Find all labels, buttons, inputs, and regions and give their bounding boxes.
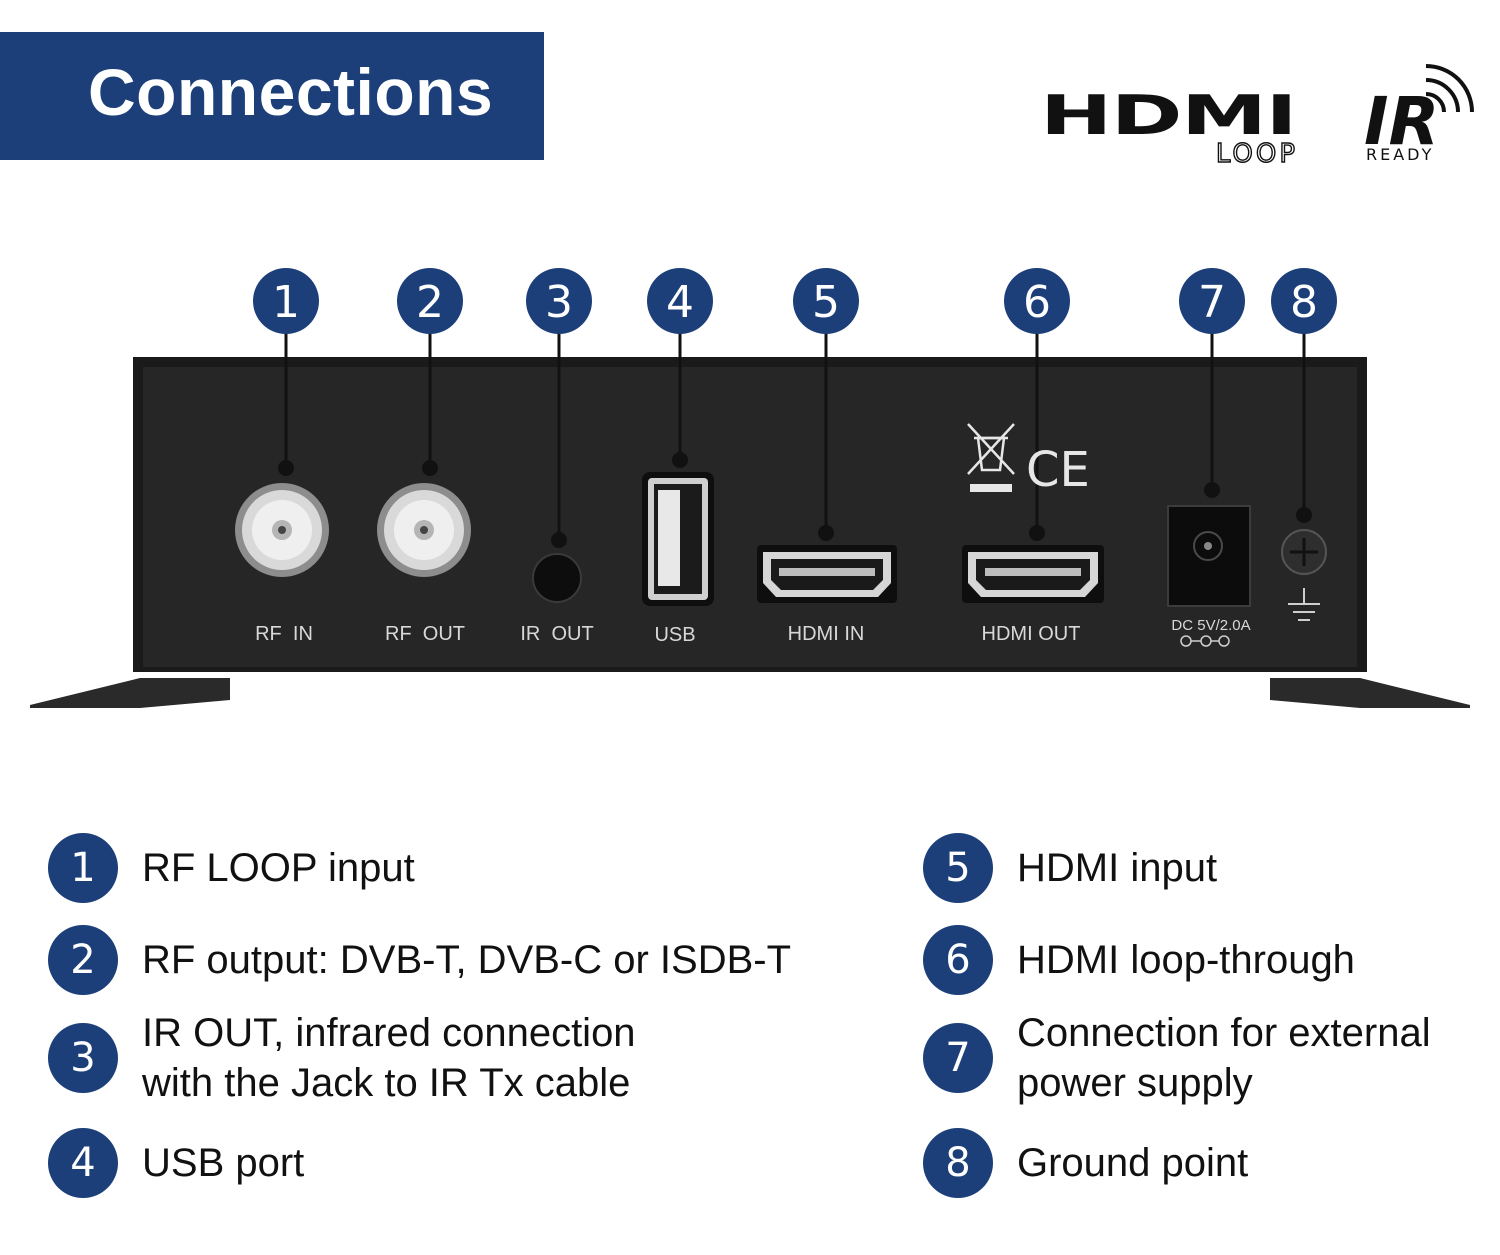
svg-text:2: 2	[416, 277, 444, 328]
svg-text:7: 7	[1198, 277, 1226, 328]
svg-text:4: 4	[666, 277, 694, 328]
port-label-dc: DC 5V/2.0A	[1171, 617, 1250, 634]
legend-badge: 2	[48, 925, 118, 995]
legend-badge: 6	[923, 925, 993, 995]
rf-out-connector	[377, 483, 471, 577]
rf-in-connector	[235, 483, 329, 577]
legend-badge: 1	[48, 833, 118, 903]
hdmi-out-port	[962, 545, 1104, 603]
legend-text: RF output: DVB-T, DVB-C or ISDB-T	[142, 938, 792, 982]
ground-symbol-icon	[1288, 588, 1320, 621]
rear-panel	[143, 367, 1357, 667]
hdmi-loop-logo: HDMI LOOP	[1040, 90, 1298, 170]
ir-out-jack	[532, 553, 582, 603]
callout-badge-5: 5	[793, 268, 859, 334]
port-label-hdmi-in: HDMI IN	[788, 623, 865, 645]
callout-badge-2: 2	[397, 268, 463, 334]
svg-text:6: 6	[1023, 277, 1051, 328]
left-mounting-foot	[30, 678, 230, 708]
port-label-usb: USB	[654, 624, 695, 646]
page-title: Connections	[88, 55, 494, 129]
svg-text:3: 3	[545, 277, 573, 328]
legend-text: Ground point	[1017, 1141, 1249, 1185]
legend-badge: 8	[923, 1128, 993, 1198]
legend-badge: 7	[923, 1023, 993, 1093]
usb-port	[642, 472, 714, 606]
legend-text: USB port	[142, 1141, 305, 1185]
port-label-hdmi-out: HDMI OUT	[982, 623, 1081, 645]
ground-screw	[1281, 529, 1327, 575]
callout-badge-3: 3	[526, 268, 592, 334]
callout-badge-7: 7	[1179, 268, 1245, 334]
leader-dots	[278, 452, 1312, 548]
svg-text:1: 1	[272, 277, 300, 328]
port-label-ir-out: IR OUT	[520, 623, 593, 645]
right-mounting-foot	[1270, 678, 1470, 708]
callout-badge-8: 8	[1271, 268, 1337, 334]
dc-polarity-icon	[1180, 635, 1230, 647]
title-banner: Connections	[0, 32, 544, 160]
ce-mark: CE	[1026, 442, 1090, 498]
ir-logo-sub: READY	[1366, 145, 1434, 164]
svg-text:5: 5	[812, 277, 840, 328]
hdmi-logo-word: HDMI	[1040, 90, 1296, 147]
legend-text: HDMI loop-through	[1017, 938, 1355, 982]
legend-badge: 5	[923, 833, 993, 903]
hdmi-logo-sub: LOOP	[1216, 139, 1298, 169]
legend-text: RF LOOP input	[142, 846, 415, 890]
legend-badge: 3	[48, 1023, 118, 1093]
legend-text: HDMI input	[1017, 846, 1218, 890]
callout-badge-4: 4	[647, 268, 713, 334]
dc-power-jack	[1167, 505, 1251, 607]
callout-badge-1: 1	[253, 268, 319, 334]
hdmi-in-port	[757, 545, 897, 603]
port-label-rf-out: RF OUT	[385, 623, 465, 645]
device-rear-panel-diagram: CE RF IN RF OUT IR OUT USB HDMI IN HDMI …	[30, 268, 1470, 708]
legend-badge: 4	[48, 1128, 118, 1198]
port-label-rf-in: RF IN	[255, 623, 313, 645]
ir-ready-logo: IR READY	[1364, 64, 1474, 164]
callout-badge-6: 6	[1004, 268, 1070, 334]
weee-bin-icon	[967, 423, 1015, 492]
svg-text:8: 8	[1290, 277, 1318, 328]
